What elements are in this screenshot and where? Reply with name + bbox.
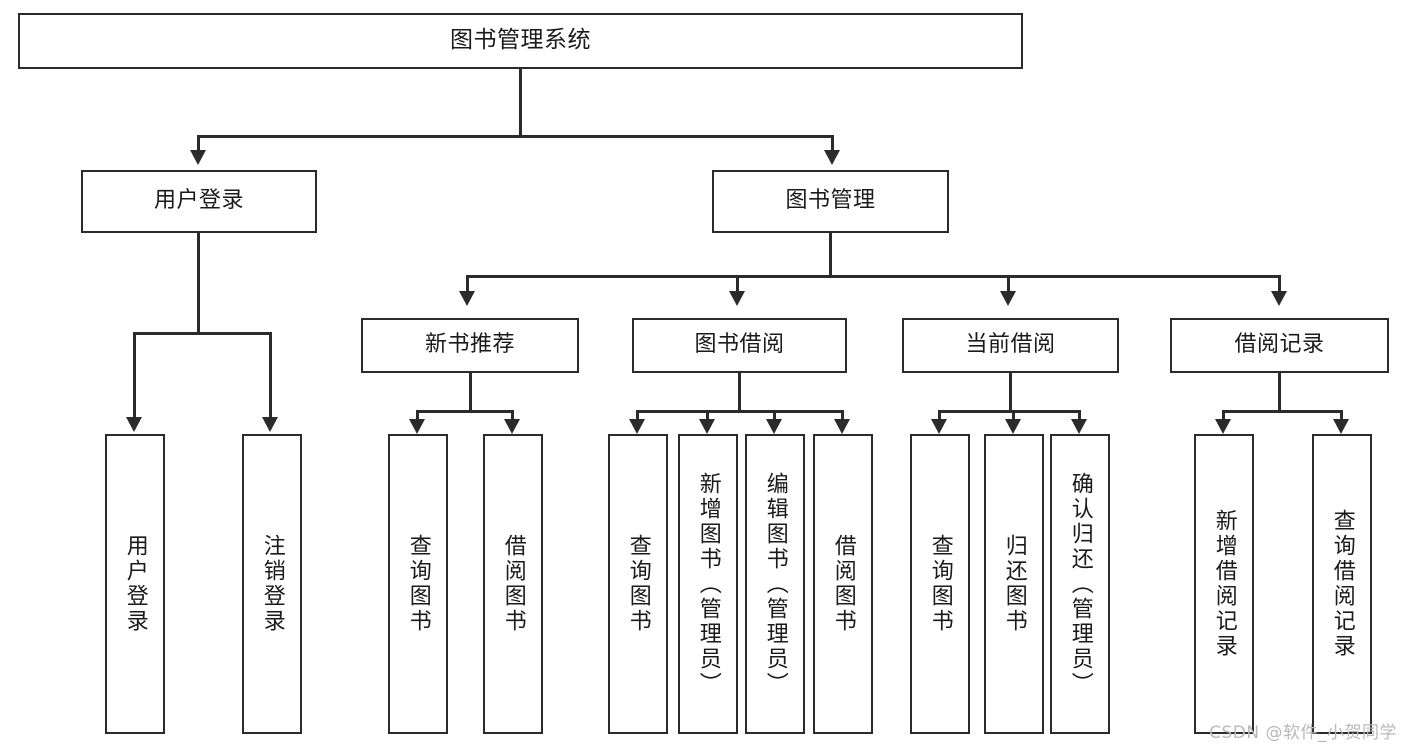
connector-user-login-right-drop [269, 332, 272, 418]
arrow-to-leaf-confirm-return [1071, 419, 1087, 434]
node-book-manage[interactable]: 图书管理 [712, 170, 949, 233]
connector-bm-drop-3 [1007, 275, 1010, 292]
connector-root-stem [519, 69, 522, 137]
connector-root-bus [197, 135, 834, 138]
node-label: 图书借阅 [694, 332, 785, 358]
connector-nbr-drop-2 [511, 410, 514, 420]
leaf-label: 查询借阅记录 [1329, 509, 1355, 659]
connector-nbr-bus [416, 410, 513, 413]
connector-bb-drop-3 [773, 410, 776, 420]
node-user-login[interactable]: 用户登录 [81, 170, 317, 233]
connector-bb-drop-1 [636, 410, 639, 420]
connector-br-drop-2 [1340, 410, 1343, 420]
arrow-root-to-user-login [190, 150, 206, 165]
leaf-label: 编辑图书（管理员） [762, 471, 788, 697]
leaf-query-book-current[interactable]: 查询图书 [910, 434, 970, 734]
leaf-edit-book-admin[interactable]: 编辑图书（管理员） [745, 434, 805, 734]
node-label: 图书管理 [785, 188, 876, 214]
leaf-label: 查询图书 [405, 534, 431, 634]
connector-br-bus [1222, 410, 1342, 413]
leaf-label: 归还图书 [1001, 534, 1027, 634]
leaf-return-book[interactable]: 归还图书 [984, 434, 1044, 734]
leaf-label: 查询图书 [927, 534, 953, 634]
node-borrow-record[interactable]: 借阅记录 [1170, 318, 1389, 373]
leaf-label: 借阅图书 [830, 534, 856, 634]
leaf-label: 注销登录 [259, 534, 285, 634]
leaf-label: 确认归还（管理员） [1067, 471, 1093, 697]
arrow-to-leaf-logout [262, 417, 278, 432]
connector-cb-stem [1009, 373, 1012, 412]
connector-bb-drop-4 [841, 410, 844, 420]
arrow-root-to-book-manage [824, 150, 840, 165]
connector-cb-drop-2 [1012, 410, 1015, 420]
leaf-label: 用户登录 [122, 534, 148, 634]
node-label: 用户登录 [153, 188, 244, 214]
connector-cb-bus [938, 410, 1081, 413]
connector-cb-drop-1 [938, 410, 941, 420]
connector-book-manage-bus [466, 275, 1281, 278]
node-label: 新书推荐 [424, 332, 515, 358]
arrow-to-leaf-borrow-book-1 [504, 419, 520, 434]
connector-bb-drop-2 [706, 410, 709, 420]
leaf-query-borrow-record[interactable]: 查询借阅记录 [1312, 434, 1372, 734]
arrow-to-leaf-query-record [1333, 419, 1349, 434]
node-root-system[interactable]: 图书管理系统 [18, 13, 1023, 69]
connector-bm-drop-4 [1278, 275, 1281, 292]
node-label: 图书管理系统 [450, 27, 591, 54]
arrow-to-leaf-user-login [126, 417, 142, 432]
connector-bm-drop-2 [736, 275, 739, 292]
connector-br-drop-1 [1222, 410, 1225, 420]
connector-bm-drop-1 [466, 275, 469, 292]
leaf-user-login[interactable]: 用户登录 [105, 434, 165, 734]
connector-cb-drop-3 [1078, 410, 1081, 420]
connector-user-login-bus [133, 332, 271, 335]
node-current-borrow[interactable]: 当前借阅 [902, 318, 1119, 373]
arrow-to-leaf-query-book-1 [409, 419, 425, 434]
node-book-borrow[interactable]: 图书借阅 [632, 318, 847, 373]
leaf-logout[interactable]: 注销登录 [242, 434, 302, 734]
arrow-to-book-borrow [729, 291, 745, 306]
leaf-label: 新增借阅记录 [1211, 509, 1237, 659]
connector-root-to-book-manage [831, 135, 834, 152]
arrow-to-leaf-return-book [1005, 419, 1021, 434]
node-label: 借阅记录 [1234, 332, 1325, 358]
arrow-to-borrow-record [1271, 291, 1287, 306]
watermark-text: CSDN @软件_小贺同学 [1209, 723, 1397, 743]
arrow-to-current-borrow [1000, 291, 1016, 306]
connector-br-stem [1278, 373, 1281, 412]
arrow-to-leaf-query-book-3 [931, 419, 947, 434]
arrow-to-leaf-add-book [699, 419, 715, 434]
leaf-label: 新增图书（管理员） [695, 471, 721, 697]
arrow-to-leaf-borrow-book-2 [834, 419, 850, 434]
leaf-add-borrow-record[interactable]: 新增借阅记录 [1194, 434, 1254, 734]
arrow-to-leaf-edit-book [766, 419, 782, 434]
leaf-add-book-admin[interactable]: 新增图书（管理员） [678, 434, 738, 734]
node-new-book-recommendation[interactable]: 新书推荐 [361, 318, 579, 373]
connector-book-manage-stem [829, 233, 832, 278]
connector-bb-bus [636, 410, 844, 413]
connector-bb-stem [738, 373, 741, 412]
leaf-query-book-rec[interactable]: 查询图书 [388, 434, 448, 734]
leaf-label: 查询图书 [625, 534, 651, 634]
connector-user-login-stem [197, 233, 200, 334]
leaf-confirm-return-admin[interactable]: 确认归还（管理员） [1050, 434, 1110, 734]
connector-nbr-stem [469, 373, 472, 412]
node-label: 当前借阅 [965, 332, 1056, 358]
leaf-borrow-book-rec[interactable]: 借阅图书 [483, 434, 543, 734]
arrow-to-leaf-query-book-2 [629, 419, 645, 434]
leaf-borrow-book[interactable]: 借阅图书 [813, 434, 873, 734]
leaf-label: 借阅图书 [500, 534, 526, 634]
leaf-query-book-borrow[interactable]: 查询图书 [608, 434, 668, 734]
connector-root-to-user-login [197, 135, 200, 152]
connector-nbr-drop-1 [416, 410, 419, 420]
arrow-to-leaf-add-record [1215, 419, 1231, 434]
connector-user-login-left-drop [133, 332, 136, 418]
arrow-to-new-book-rec [459, 291, 475, 306]
